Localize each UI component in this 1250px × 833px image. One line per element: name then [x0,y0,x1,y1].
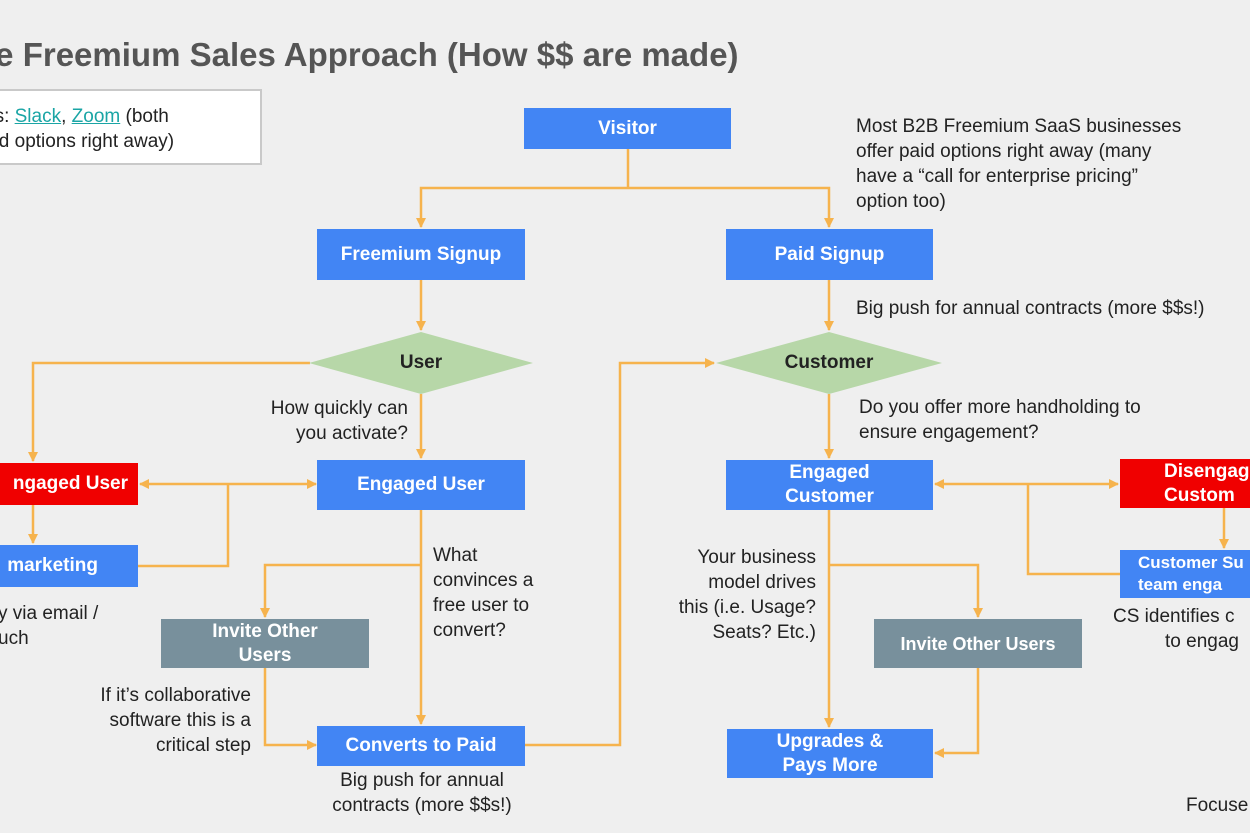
b2b-note: Most B2B Freemium SaaS businesses offer … [856,114,1181,214]
big-push-bottom-note-line2: contracts (more $$s!) [332,795,512,816]
email-note-line2: uch [0,628,29,649]
b2b-note-line1: Most B2B Freemium SaaS businesses [856,116,1182,137]
cs-note-line1: CS identifies c [1113,606,1235,627]
b2b-note-line2: offer paid options right away (many [856,141,1152,162]
upgrades-pays-more-node[interactable]: Upgrades & Pays More [727,729,933,778]
email-note: y via email / uch [0,601,98,651]
paid-signup-node[interactable]: Paid Signup [726,229,933,280]
convince-note-line4: convert? [433,620,506,641]
marketing-loop-line [138,484,230,568]
convince-note-line3: free user to [433,595,530,616]
focused-footer: Focuse [1186,795,1249,816]
invite-other-users-right-node[interactable]: Invite Other Users [874,619,1082,668]
big-push-bottom-note: Big push for annual contracts (more $$s!… [300,768,544,818]
cs-note: CS identifies c to engag [1113,604,1239,654]
examples-separator: , [61,106,72,127]
handholding-note: Do you offer more handholding to ensure … [859,395,1141,445]
customer-diamond [716,332,942,394]
user-to-disengaged-arrow [28,361,310,462]
collaborative-note: If it’s collaborative software this is a… [50,683,251,758]
convince-note-line2: convinces a [433,570,534,591]
visitor-to-paid-arrow [628,186,834,228]
freemium-signup-node[interactable]: Freemium Signup [317,229,525,280]
convince-note-line1: What [433,545,478,566]
engaged-customer-to-invite-arrow [829,563,983,618]
user-diamond [309,332,533,394]
b2b-note-line4: option too) [856,191,946,212]
examples-prefix: es: [0,106,10,127]
collaborative-note-line1: If it’s collaborative [100,685,251,706]
activate-note-line2: you activate? [296,423,408,444]
invite-to-upgrades-arrow [934,668,980,758]
converts-to-customer-arrow [525,358,715,747]
page-title: le Freemium Sales Approach (How $$ are m… [0,36,739,73]
business-model-note-line3: this (i.e. Usage? [678,597,816,618]
email-note-line1: y via email / [0,603,99,624]
activate-note: How quickly can you activate? [230,396,408,446]
engaged-customer-node[interactable]: Engaged Customer [726,460,933,510]
examples-line2: aid options right away) [0,131,175,152]
activate-note-line1: How quickly can [270,398,408,419]
business-model-note-line1: Your business [697,547,816,568]
business-model-note-line4: Seats? Etc.) [712,622,817,643]
engaged-to-invite-arrow [260,563,421,618]
convince-note: What convinces a free user to convert? [433,543,533,643]
invite-other-users-left-node[interactable]: Invite Other Users [161,619,369,668]
visitor-node[interactable]: Visitor [524,108,731,149]
disengaged-customer-node[interactable]: Disengag Custom [1120,459,1250,508]
slack-link[interactable]: Slack [14,106,62,127]
engaged-user-node[interactable]: Engaged User [317,460,525,510]
cs-loop-line [1026,484,1120,576]
big-push-bottom-note-line1: Big push for annual [340,770,504,791]
handholding-note-line1: Do you offer more handholding to [859,397,1141,418]
converts-to-paid-node[interactable]: Converts to Paid [317,726,525,766]
invite-to-converts-arrow [263,668,317,750]
examples-box: es: Slack, Zoom (both aid options right … [0,89,262,165]
collaborative-note-line2: software this is a [109,710,252,731]
business-model-note: Your business model drives this (i.e. Us… [640,545,816,645]
cs-note-line2: to engag [1165,631,1239,652]
disengaged-user-node[interactable]: ngaged User [0,463,138,505]
big-push-right-note: Big push for annual contracts (more $$s!… [856,298,1205,319]
handholding-note-line2: ensure engagement? [859,422,1039,443]
b2b-note-line3: have a “call for enterprise pricing” [856,166,1138,187]
customer-diamond-label: Customer [784,352,874,373]
customer-success-node[interactable]: Customer Su team enga [1120,550,1250,598]
marketing-node[interactable]: marketing [0,545,138,587]
examples-suffix: (both [120,106,169,127]
zoom-link[interactable]: Zoom [71,106,121,127]
user-diamond-label: User [399,352,443,373]
business-model-note-line2: model drives [708,572,816,593]
collaborative-note-line3: critical step [155,735,251,756]
visitor-to-freemium-arrow [416,186,628,228]
